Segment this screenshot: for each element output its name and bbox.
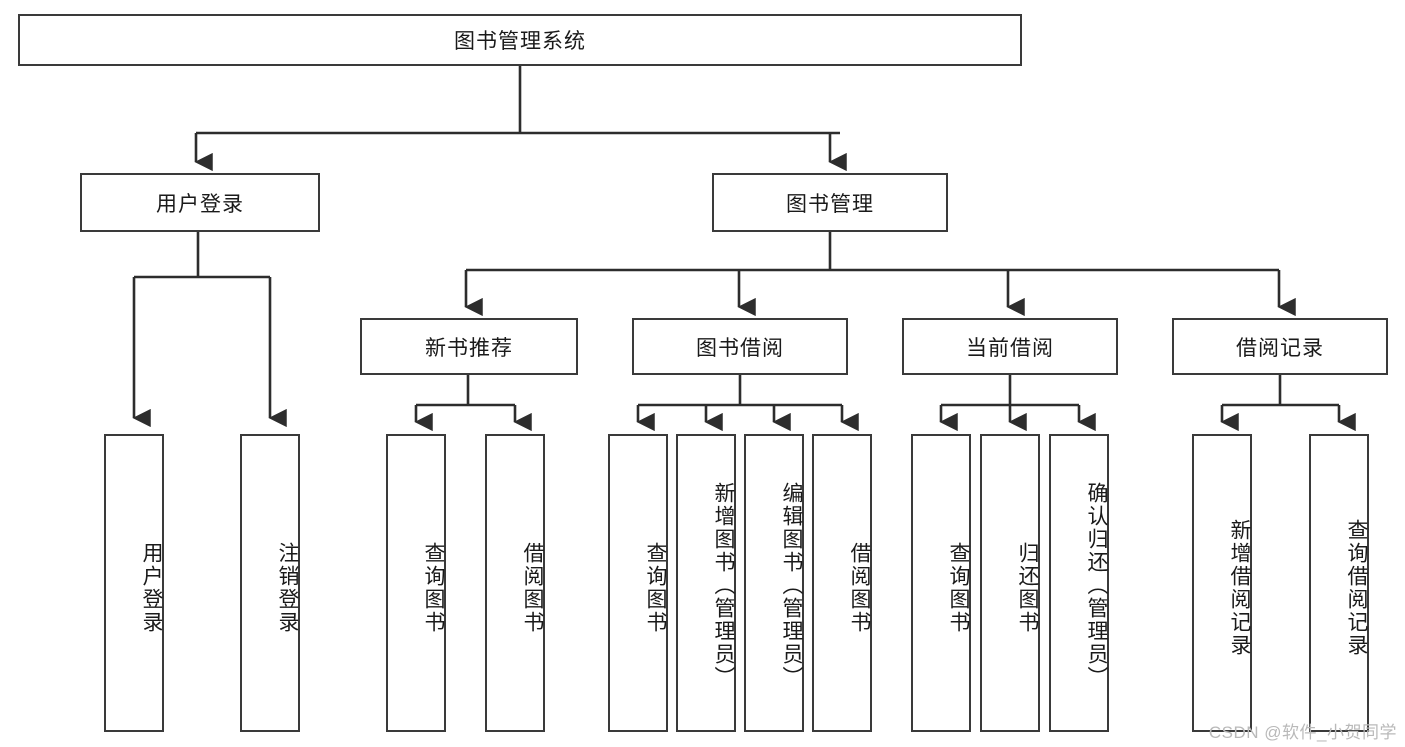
node-label: 查询图书: [644, 542, 667, 634]
leaf-user-login-logout[interactable]: 注销登录: [240, 434, 300, 732]
node-label: 图书管理系统: [454, 30, 586, 53]
node-current-borrow[interactable]: 当前借阅: [902, 318, 1118, 375]
node-label: 借阅图书: [521, 542, 544, 634]
node-label: 注销登录: [276, 542, 299, 634]
node-label: 新增图书（管理员）: [712, 481, 735, 689]
node-label: 查询借阅记录: [1345, 519, 1368, 657]
node-root-book-management-system[interactable]: 图书管理系统: [18, 14, 1022, 66]
leaf-current-borrow-confirm-return-admin[interactable]: 确认归还（管理员）: [1049, 434, 1109, 732]
leaf-book-borrow-query-book[interactable]: 查询图书: [608, 434, 668, 732]
leaf-current-borrow-query-book[interactable]: 查询图书: [911, 434, 971, 732]
node-label: 查询图书: [422, 542, 445, 634]
node-label: 编辑图书（管理员）: [780, 481, 803, 689]
leaf-borrow-record-query-record[interactable]: 查询借阅记录: [1309, 434, 1369, 732]
leaf-new-book-query-book[interactable]: 查询图书: [386, 434, 446, 732]
leaf-book-borrow-edit-book-admin[interactable]: 编辑图书（管理员）: [744, 434, 804, 732]
node-label: 新书推荐: [425, 336, 513, 360]
node-label: 用户登录: [156, 192, 244, 216]
node-label: 新增借阅记录: [1228, 519, 1251, 657]
node-label: 图书管理: [786, 192, 874, 216]
node-label: 确认归还（管理员）: [1085, 481, 1108, 689]
csdn-watermark: CSDN @软件_小贺同学: [1208, 723, 1397, 742]
node-book-borrow[interactable]: 图书借阅: [632, 318, 848, 375]
node-label: 用户登录: [140, 542, 163, 634]
leaf-user-login-login[interactable]: 用户登录: [104, 434, 164, 732]
leaf-current-borrow-return-book[interactable]: 归还图书: [980, 434, 1040, 732]
leaf-borrow-record-add-record[interactable]: 新增借阅记录: [1192, 434, 1252, 732]
node-book-management[interactable]: 图书管理: [712, 173, 948, 232]
node-label: 归还图书: [1016, 542, 1039, 634]
node-borrow-record[interactable]: 借阅记录: [1172, 318, 1388, 375]
node-label: 查询图书: [947, 542, 970, 634]
node-label: 借阅记录: [1236, 336, 1324, 360]
node-label: 当前借阅: [966, 336, 1054, 360]
node-label: 借阅图书: [848, 542, 871, 634]
leaf-book-borrow-add-book-admin[interactable]: 新增图书（管理员）: [676, 434, 736, 732]
node-new-book-recommend[interactable]: 新书推荐: [360, 318, 578, 375]
node-label: 图书借阅: [696, 336, 784, 360]
leaf-book-borrow-borrow-book[interactable]: 借阅图书: [812, 434, 872, 732]
node-user-login[interactable]: 用户登录: [80, 173, 320, 232]
leaf-new-book-borrow-book[interactable]: 借阅图书: [485, 434, 545, 732]
